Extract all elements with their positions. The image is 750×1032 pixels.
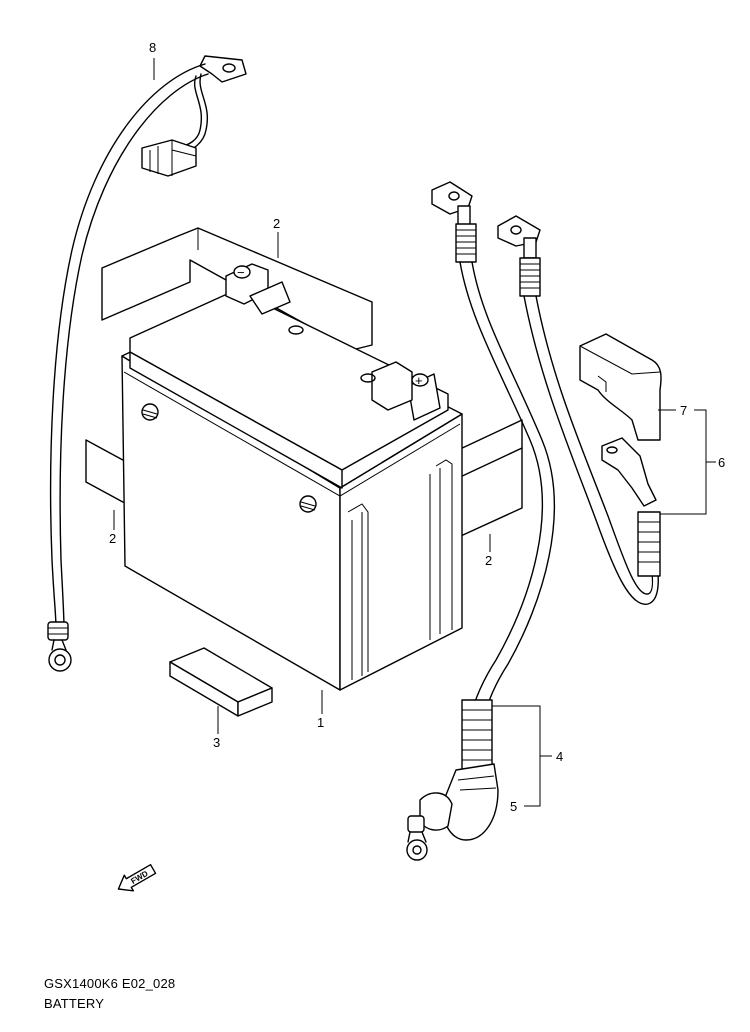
callout-6: 6 <box>718 455 725 470</box>
part-6-battery-cable <box>497 215 661 605</box>
leader-lines <box>113 58 716 807</box>
part-3-plate <box>169 647 273 717</box>
terminal-minus-mark: − <box>237 265 245 280</box>
terminal-plus-mark: + <box>415 373 423 388</box>
part-4-battery-cable <box>431 181 555 771</box>
part-1-battery: − + <box>121 263 463 691</box>
callout-8: 8 <box>149 40 156 55</box>
diagram-title: BATTERY <box>44 996 105 1011</box>
part-7-terminal-cover <box>579 333 662 441</box>
part-8-lead-wire <box>47 55 247 672</box>
callout-1: 1 <box>317 715 324 730</box>
callout-7: 7 <box>680 403 687 418</box>
diagram-code: GSX1400K6 E02_028 <box>44 976 176 991</box>
callout-2-right: 2 <box>485 553 492 568</box>
callout-3: 3 <box>213 735 220 750</box>
callout-5: 5 <box>510 799 517 814</box>
callout-2-left: 2 <box>109 531 116 546</box>
callout-numbers: 8 2 2 2 1 3 4 5 7 6 <box>109 40 725 814</box>
fwd-arrow-icon: FWD <box>117 863 157 892</box>
callout-2-rear: 2 <box>273 216 280 231</box>
part-5-terminal-cover <box>406 763 499 861</box>
callout-4: 4 <box>556 749 563 764</box>
